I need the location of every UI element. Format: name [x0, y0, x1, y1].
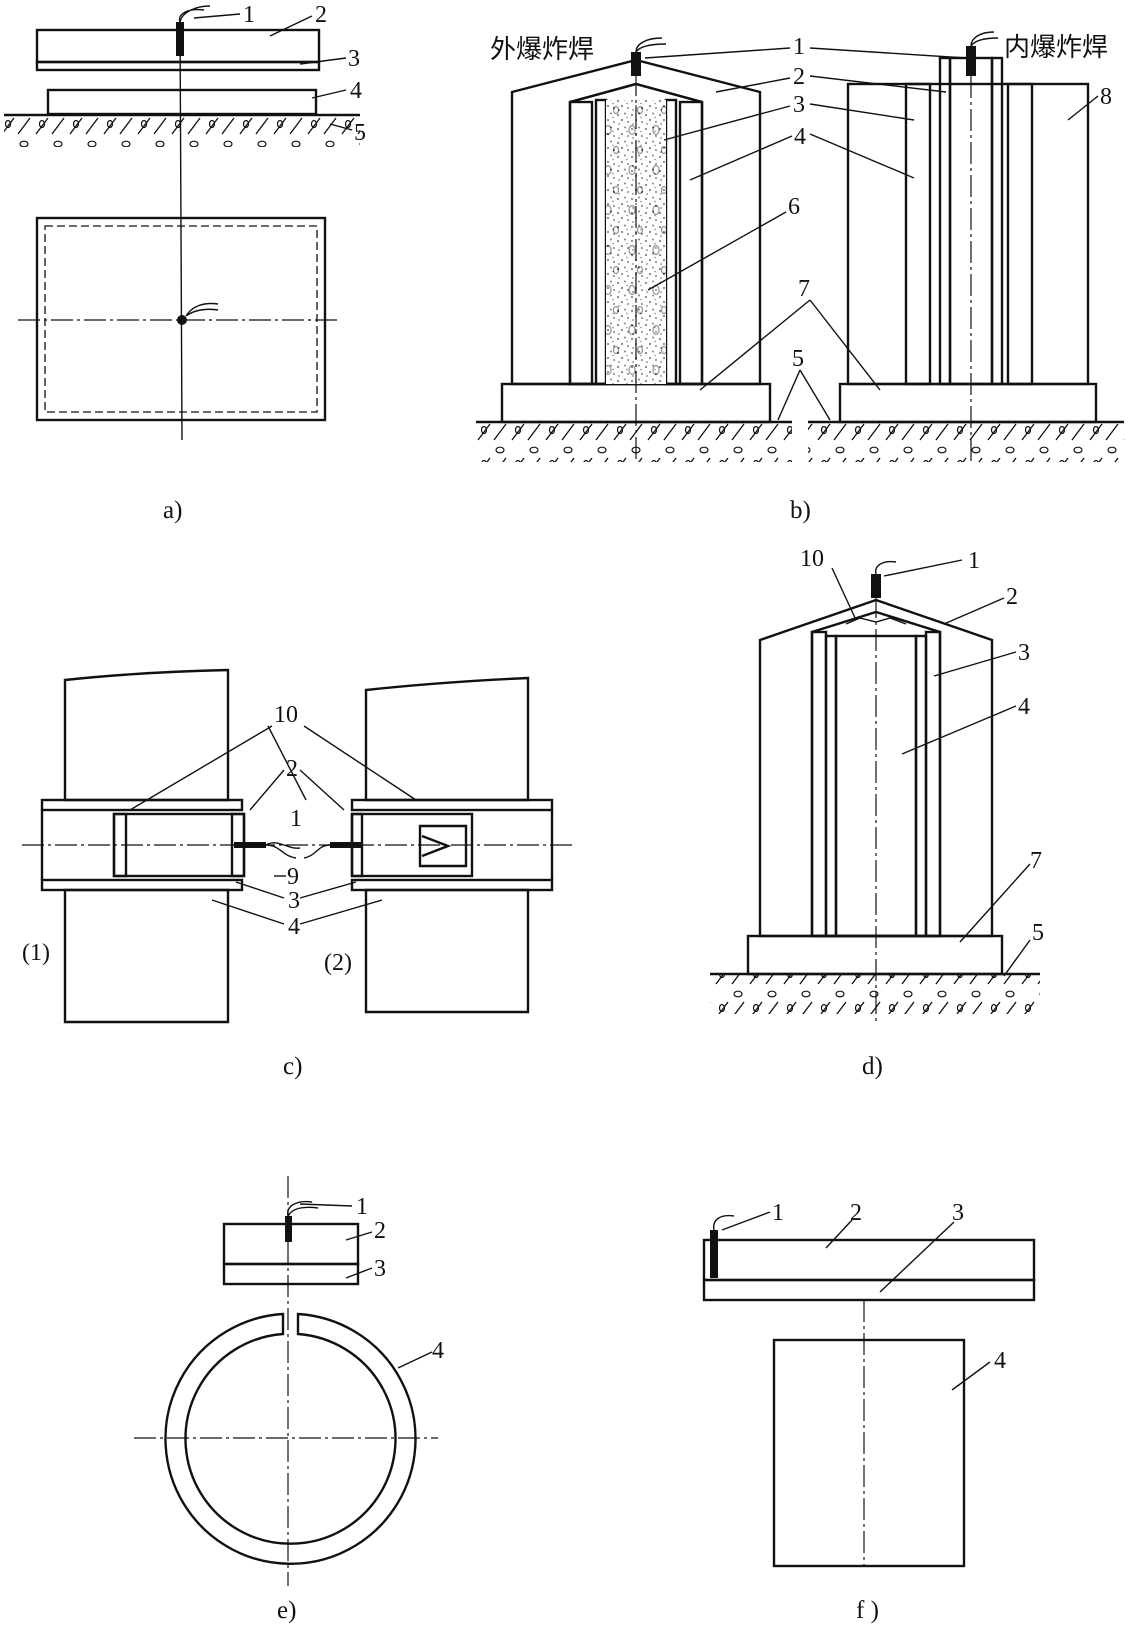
labels-b: 1 2 3 4 6 7 5 8	[644, 34, 1112, 421]
label: 7	[798, 276, 810, 302]
label: 4	[1018, 694, 1030, 720]
tube-sheet-lower	[364, 888, 530, 1014]
label: 1	[793, 34, 805, 60]
ground	[4, 115, 360, 147]
label: 3	[374, 1256, 386, 1282]
sub-label-1: (1)	[22, 940, 50, 966]
tube-wall	[350, 878, 554, 892]
label: 9	[287, 864, 299, 890]
label: 8	[1100, 84, 1112, 110]
ground	[710, 974, 1040, 1014]
label: 1	[290, 806, 302, 832]
label: 2	[315, 2, 327, 28]
flyer-plate	[702, 1278, 1036, 1302]
base-plate	[46, 88, 318, 116]
tube-wall	[40, 798, 244, 812]
caption-d: d)	[862, 1053, 883, 1080]
labels-f: 1 2 3 4	[721, 1200, 1006, 1391]
label: 5	[1032, 920, 1044, 946]
panel-b: 外爆炸焊 内爆炸焊 1 2 3 4 6	[476, 31, 1124, 524]
label: 2	[1006, 584, 1018, 610]
ground	[476, 422, 792, 462]
caption-c: c)	[283, 1053, 302, 1080]
label: 1	[356, 1194, 368, 1220]
detonator-wire	[178, 5, 211, 23]
label: 3	[793, 92, 805, 118]
tube-wall	[350, 798, 554, 812]
panel-e: 1 2 3 4 e)	[134, 1176, 444, 1624]
label: 4	[350, 78, 362, 104]
title-external: 外爆炸焊	[490, 35, 594, 65]
labels-d: 1 10 2 3 4 7 5	[800, 546, 1044, 977]
label: 2	[793, 64, 805, 90]
flyer-plate	[222, 1262, 360, 1286]
label: 4	[794, 124, 806, 150]
label: 2	[374, 1218, 386, 1244]
panel-d: 1 10 2 3 4 7 5 d)	[710, 546, 1044, 1080]
mold	[846, 82, 1090, 386]
panel-f: 1 2 3 4 f )	[702, 1200, 1036, 1624]
labels-a: 1 2 3 4 5	[193, 2, 366, 146]
caption-e: e)	[277, 1597, 296, 1624]
tube-sheet-upper	[63, 668, 230, 802]
label: 2	[286, 756, 298, 782]
label: 3	[288, 888, 300, 914]
flyer-plate	[35, 60, 321, 72]
label: 1	[968, 548, 980, 574]
sub-label-2: (2)	[324, 950, 352, 976]
ring-workpiece	[164, 1312, 417, 1565]
panel-a: 1 2 3 4 5 a)	[4, 2, 366, 524]
tube-sheet-upper	[364, 676, 530, 802]
label: 3	[348, 46, 360, 72]
labels-e: 1 2 3 4	[299, 1194, 444, 1369]
caption-a: a)	[163, 497, 182, 524]
tube-wall	[40, 878, 244, 892]
label: 4	[432, 1338, 444, 1364]
ground	[808, 422, 1124, 462]
caption-f: f )	[856, 1597, 879, 1624]
label: 2	[850, 1200, 862, 1226]
label: 4	[994, 1348, 1006, 1374]
explosive-shell	[758, 598, 994, 938]
tube-sheet-lower	[63, 888, 230, 1024]
caption-b: b)	[790, 497, 811, 524]
labels-c: 10 2 1 9 3 4	[129, 702, 417, 940]
label: 4	[288, 914, 300, 940]
label: 3	[952, 1200, 964, 1226]
explosive-shell	[510, 58, 762, 386]
explosive-layer	[702, 1238, 1036, 1282]
block-workpiece	[772, 1338, 966, 1568]
anvil	[838, 382, 1098, 424]
label: 5	[792, 346, 804, 372]
label: 1	[243, 2, 255, 28]
label: 6	[788, 194, 800, 220]
label: 1	[772, 1200, 784, 1226]
label: 10	[274, 702, 298, 728]
anvil	[746, 934, 1004, 976]
panel-c: 10 2 1 9 3 4 (1) (2) c)	[22, 668, 572, 1080]
plug	[418, 824, 468, 868]
title-internal: 内爆炸焊	[1004, 33, 1108, 63]
label: 7	[1030, 848, 1042, 874]
explosive-plan	[35, 216, 327, 422]
label: 10	[800, 546, 824, 572]
label: 3	[1018, 640, 1030, 666]
label: 5	[354, 120, 366, 146]
